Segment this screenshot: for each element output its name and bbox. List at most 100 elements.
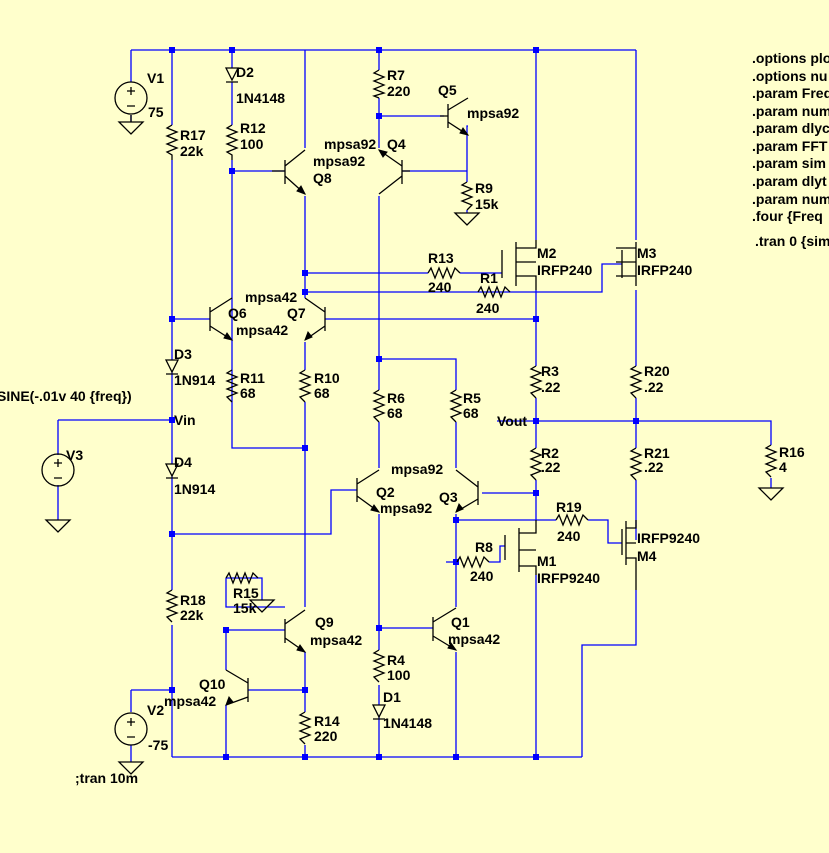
wires — [57, 49, 772, 762]
label-q8-value: mpsa92 — [313, 153, 365, 169]
label-q1-ref: Q1 — [451, 614, 470, 630]
source-v2-symbol[interactable] — [114, 712, 148, 746]
ground-v1 — [117, 121, 145, 135]
transistor-q5-symbol[interactable] — [440, 97, 469, 136]
label-r1-ref: R1 — [480, 270, 498, 286]
diodes — [164, 67, 387, 720]
resistor-r3-symbol[interactable] — [529, 365, 543, 399]
directive-line: .param sim — [752, 155, 826, 171]
label-r9-value: 15k — [475, 196, 499, 212]
directive-line: .options nu — [752, 68, 827, 84]
label-r13-value: 240 — [428, 279, 452, 295]
label-q10-ref: Q10 — [199, 676, 226, 692]
transistor-q9-symbol[interactable] — [284, 609, 306, 653]
label-r16-value: 4 — [779, 459, 787, 475]
label-r17-ref: R17 — [180, 127, 206, 143]
label-q1-value: mpsa42 — [448, 631, 500, 647]
resistor-r13-symbol[interactable] — [427, 266, 461, 280]
resistor-r19-symbol[interactable] — [555, 513, 589, 527]
directive-line: .options plo — [752, 50, 829, 66]
resistor-r11-symbol[interactable] — [225, 369, 239, 403]
label-q8-ref: Q8 — [313, 170, 332, 186]
resistor-r16-symbol[interactable] — [764, 444, 778, 478]
label-r11-ref: R11 — [240, 370, 265, 386]
transistor-q8-symbol[interactable] — [272, 149, 306, 195]
resistor-r2-symbol[interactable] — [529, 447, 543, 481]
transistor-q4-symbol[interactable] — [378, 149, 410, 195]
label-q2-ref: Q2 — [376, 484, 395, 500]
label-r12-value: 100 — [240, 136, 264, 152]
mosfet-m2-symbol[interactable] — [501, 240, 537, 290]
resistor-r8-symbol[interactable] — [456, 555, 490, 569]
label-r18-value: 22k — [180, 607, 204, 623]
directive-line: .tran 0 {sim — [755, 233, 829, 249]
resistor-r12-symbol[interactable] — [225, 124, 239, 160]
label-q7-value: mpsa42 — [245, 289, 297, 305]
label-r3-value: .22 — [541, 379, 561, 395]
resistor-r9-symbol[interactable] — [460, 181, 474, 211]
label-r20-value: .22 — [644, 379, 664, 395]
label-r14-value: 220 — [314, 728, 338, 744]
diode-d1-symbol[interactable] — [371, 704, 387, 720]
resistor-r14-symbol[interactable] — [298, 711, 312, 745]
label-q10-value: mpsa42 — [164, 693, 216, 709]
resistor-r7-symbol[interactable] — [372, 69, 386, 99]
comment-tran: ;tran 10m — [75, 770, 138, 786]
mosfet-m1-symbol[interactable] — [504, 520, 537, 575]
label-r9-ref: R9 — [475, 180, 493, 196]
resistor-r17-symbol[interactable] — [165, 124, 179, 160]
label-d1-ref: D1 — [383, 689, 401, 705]
label-q9-value: mpsa42 — [310, 632, 362, 648]
label-r18-ref: R18 — [180, 592, 206, 608]
label-r6-value: 68 — [387, 405, 403, 421]
directive-line: .param num — [752, 103, 829, 119]
diode-d2-symbol[interactable] — [224, 67, 240, 83]
label-d1-value: 1N4148 — [383, 715, 432, 731]
directive-line: .param FFT — [752, 138, 828, 154]
resistor-r20-symbol[interactable] — [629, 365, 643, 399]
label-v1-value: 75 — [148, 104, 164, 120]
label-q5-value: mpsa92 — [467, 105, 519, 121]
resistor-r21-symbol[interactable] — [629, 447, 643, 481]
label-q2-value: mpsa92 — [380, 500, 432, 516]
label-r21-ref: R21 — [644, 445, 670, 461]
label-v3-ref: V3 — [66, 447, 83, 463]
diode-d3-symbol[interactable] — [164, 359, 180, 375]
label-r8-value: 240 — [470, 568, 494, 584]
resistor-r5-symbol[interactable] — [449, 389, 463, 423]
label-r2-ref: R2 — [541, 445, 559, 461]
label-m4-ref: M4 — [637, 548, 657, 564]
label-r20-ref: R20 — [644, 363, 670, 379]
ground-v2 — [117, 761, 145, 775]
diode-d4-symbol[interactable] — [164, 463, 180, 479]
label-r5-ref: R5 — [463, 390, 481, 406]
label-r5-value: 68 — [463, 405, 479, 421]
directive-line: .param num — [752, 191, 829, 207]
label-q4-value: mpsa92 — [324, 136, 376, 152]
label-m2-ref: M2 — [537, 245, 557, 261]
net-labels: Vin Vout — [174, 412, 527, 429]
label-r7-ref: R7 — [387, 67, 405, 83]
resistor-r10-symbol[interactable] — [298, 369, 312, 403]
resistor-r6-symbol[interactable] — [372, 389, 386, 423]
label-r4-ref: R4 — [387, 652, 405, 668]
mosfet-m4-symbol[interactable] — [621, 520, 637, 590]
label-q6-ref: Q6 — [228, 305, 247, 321]
junctions — [169, 47, 639, 760]
label-r14-ref: R14 — [314, 713, 340, 729]
resistor-r1-symbol[interactable] — [477, 285, 511, 299]
source-v3-symbol[interactable] — [41, 453, 75, 487]
net-label-vout: Vout — [497, 413, 527, 429]
resistor-r4-symbol[interactable] — [372, 649, 386, 683]
label-v2-ref: V2 — [147, 702, 164, 718]
label-r13-ref: R13 — [428, 250, 454, 266]
resistor-r18-symbol[interactable] — [165, 589, 179, 623]
label-r15-ref: R15 — [233, 585, 259, 601]
mosfet-m3-symbol[interactable] — [616, 242, 637, 286]
source-v1-symbol[interactable] — [114, 81, 148, 122]
ground-r15 — [248, 599, 276, 613]
label-q5-ref: Q5 — [438, 82, 457, 98]
spice-directives: .options plo .options nu .param Freq .pa… — [75, 50, 829, 786]
resistor-r15-symbol[interactable] — [225, 571, 259, 585]
label-r11-value: 68 — [240, 385, 256, 401]
